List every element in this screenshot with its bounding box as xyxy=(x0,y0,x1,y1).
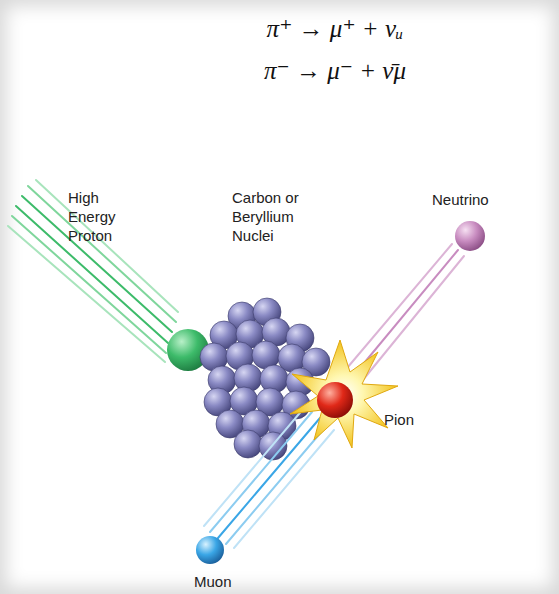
neutrino-ball xyxy=(455,221,485,251)
particle-label: Neutrino xyxy=(432,190,489,209)
proton-trail xyxy=(8,180,178,362)
decay-equation: π⁺ → μ⁺ + νᵤ xyxy=(267,14,404,44)
muon-trail xyxy=(204,408,334,548)
particle-label: Pion xyxy=(384,410,414,429)
pion-ball xyxy=(317,382,353,418)
muon-ball xyxy=(196,536,224,564)
explosion-star xyxy=(290,340,398,448)
decay-equation: π⁻ → μ⁻ + ν̄μ xyxy=(264,56,406,86)
particle-label: Carbon or Beryllium Nuclei xyxy=(232,188,314,245)
particle-label: Muon xyxy=(194,572,232,591)
particle-label: High Energy Proton xyxy=(68,188,130,245)
